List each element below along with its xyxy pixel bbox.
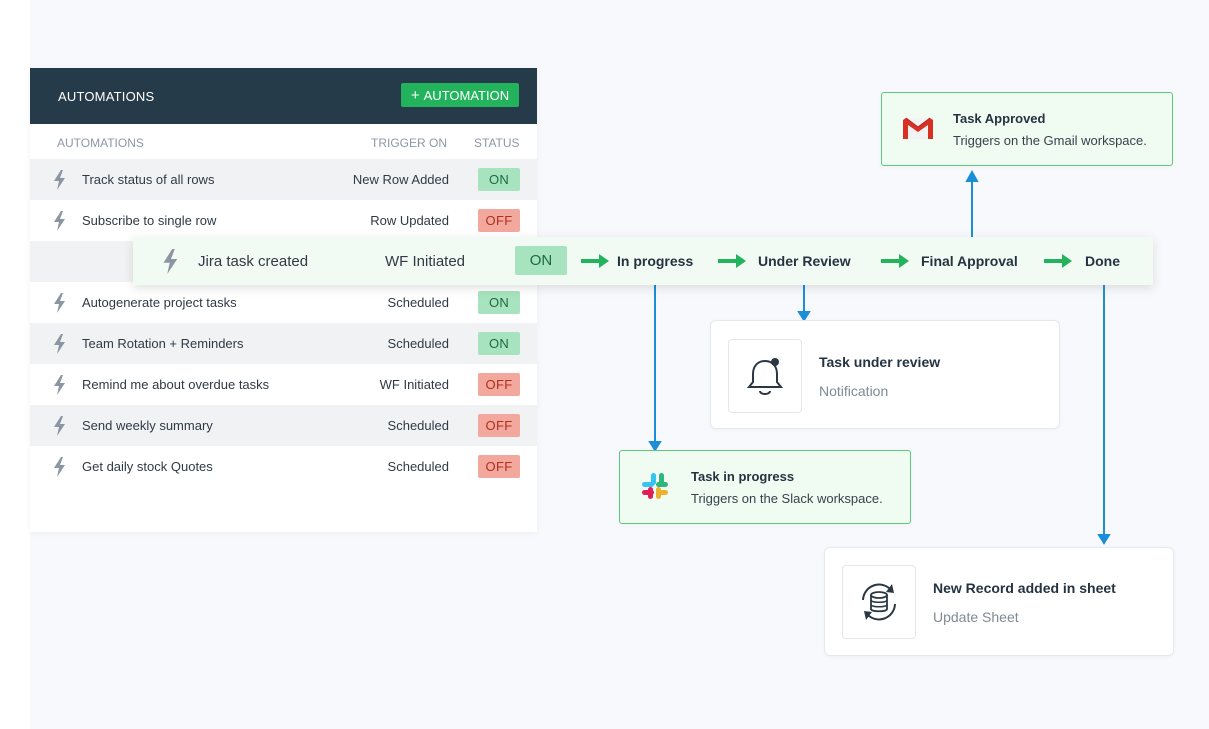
automation-name: Autogenerate project tasks — [82, 295, 237, 310]
automation-row[interactable]: Track status of all rows New Row Added ON — [30, 159, 537, 200]
automation-row[interactable]: Subscribe to single row Row Updated OFF — [30, 200, 537, 241]
connector-arrowhead-down — [797, 311, 811, 322]
arrow-right-icon — [718, 254, 746, 268]
plus-icon: + — [410, 86, 420, 104]
stage-in-progress[interactable]: In progress — [617, 253, 694, 269]
status-toggle[interactable]: OFF — [478, 209, 520, 232]
automation-trigger: New Row Added — [352, 172, 449, 187]
automation-name: Subscribe to single row — [82, 213, 217, 228]
status-toggle[interactable]: OFF — [478, 373, 520, 396]
workflow-trigger: WF Initiated — [385, 253, 466, 270]
gmail-card-subtitle: Triggers on the Gmail workspace. — [953, 133, 1147, 148]
automation-name: Track status of all rows — [82, 172, 215, 187]
stage-done[interactable]: Done — [1085, 253, 1120, 269]
add-automation-button[interactable]: + AUTOMATION — [401, 83, 519, 107]
sheet-icon-box — [842, 565, 916, 639]
connector-arrowhead-down — [648, 441, 662, 452]
column-header-trigger: TRIGGER ON — [371, 136, 448, 150]
review-notification-card[interactable]: Task under review Notification — [710, 320, 1060, 429]
slack-card-subtitle: Triggers on the Slack workspace. — [691, 491, 883, 506]
lightning-icon — [54, 211, 65, 231]
bell-icon — [746, 358, 784, 395]
automation-name: Get daily stock Quotes — [82, 459, 213, 474]
automation-trigger: Scheduled — [387, 418, 449, 433]
automation-trigger: Row Updated — [370, 213, 449, 228]
automation-row[interactable]: Get daily stock Quotes Scheduled OFF — [30, 446, 537, 487]
lightning-icon — [54, 170, 65, 190]
automation-trigger: Scheduled — [387, 336, 449, 351]
automation-row[interactable]: Team Rotation + Reminders Scheduled ON — [30, 323, 537, 364]
automation-trigger: Scheduled — [387, 459, 449, 474]
lightning-icon — [163, 249, 178, 274]
lightning-icon — [54, 375, 65, 395]
connector-arrowhead-down — [1097, 534, 1111, 545]
panel-header: AUTOMATIONS + AUTOMATION — [30, 68, 537, 124]
workflow-status-toggle[interactable]: ON — [515, 246, 567, 275]
review-card-subtitle: Notification — [819, 383, 889, 399]
column-header-status: STATUS — [474, 136, 520, 150]
review-card-title: Task under review — [819, 354, 941, 370]
status-toggle[interactable]: OFF — [478, 455, 520, 478]
automation-row[interactable]: Send weekly summary Scheduled OFF — [30, 405, 537, 446]
sheet-card-title: New Record added in sheet — [933, 580, 1116, 596]
sheet-update-card[interactable]: New Record added in sheet Update Sheet — [824, 547, 1174, 656]
slack-icon — [642, 473, 668, 499]
automation-name: Send weekly summary — [82, 418, 213, 433]
sheet-card-subtitle: Update Sheet — [933, 609, 1019, 625]
gmail-card-title: Task Approved — [953, 111, 1046, 126]
column-headers: AUTOMATIONS TRIGGER ON STATUS — [30, 124, 537, 159]
lightning-icon — [54, 416, 65, 436]
automation-row[interactable]: Autogenerate project tasks Scheduled ON — [30, 282, 537, 323]
add-automation-label: AUTOMATION — [423, 87, 510, 103]
database-sync-icon — [862, 583, 896, 621]
notification-icon-box — [728, 339, 802, 413]
workflow-bar[interactable]: Jira task created WF Initiated ON In pro… — [133, 237, 1153, 285]
arrow-right-icon — [881, 254, 909, 268]
status-toggle[interactable]: ON — [478, 291, 520, 314]
status-toggle[interactable]: ON — [478, 168, 520, 191]
column-header-automations: AUTOMATIONS — [57, 136, 144, 150]
stage-final-approval[interactable]: Final Approval — [921, 253, 1018, 269]
automation-trigger: WF Initiated — [379, 377, 449, 392]
automation-name: Team Rotation + Reminders — [82, 336, 244, 351]
lightning-icon — [54, 293, 65, 313]
automation-row[interactable]: Remind me about overdue tasks WF Initiate… — [30, 364, 537, 405]
automation-name: Remind me about overdue tasks — [82, 377, 270, 392]
panel-title: AUTOMATIONS — [58, 89, 155, 104]
connector-arrowhead-up — [965, 169, 979, 182]
gmail-icon — [903, 117, 933, 139]
arrow-right-icon — [581, 254, 609, 268]
arrow-right-icon — [1044, 254, 1072, 268]
automation-trigger: Scheduled — [387, 295, 449, 310]
gmail-action-card[interactable]: Task Approved Triggers on the Gmail work… — [881, 92, 1173, 166]
workflow-name: Jira task created — [198, 253, 309, 270]
status-toggle[interactable]: ON — [478, 332, 520, 355]
stage-under-review[interactable]: Under Review — [758, 253, 851, 269]
slack-action-card[interactable]: Task in progress Triggers on the Slack w… — [619, 450, 911, 524]
lightning-icon — [54, 334, 65, 354]
lightning-icon — [54, 457, 65, 477]
status-toggle[interactable]: OFF — [478, 414, 520, 437]
slack-card-title: Task in progress — [691, 469, 795, 484]
